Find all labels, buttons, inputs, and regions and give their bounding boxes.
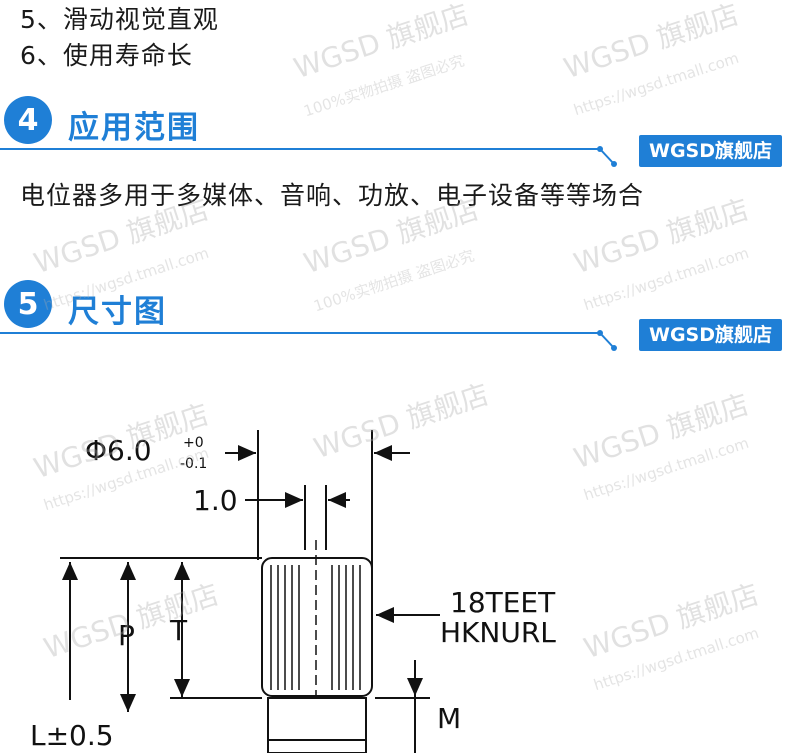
- dimension-drawing: Φ6.0 +0 -0.1 1.0 18TEET HKNURL P T L±0.: [30, 430, 556, 753]
- divider-dots-icon: [597, 330, 617, 351]
- feature-item-6: 6、使用寿命长: [20, 41, 193, 70]
- section-divider: [0, 148, 600, 150]
- diameter-label: Φ6.0: [85, 434, 152, 467]
- divider-dots-icon: [597, 146, 617, 167]
- label-p: P: [118, 619, 135, 652]
- diameter-tol-upper: +0: [183, 435, 204, 451]
- section-header-dimensions: 5 尺寸图 WGSD旗舰店: [0, 276, 790, 351]
- section-divider: [0, 332, 600, 334]
- knurl-label-line1: 18TEET: [450, 586, 556, 619]
- diameter-tol-lower: -0.1: [180, 456, 207, 472]
- label-l: L±0.5: [30, 719, 114, 752]
- store-tag: WGSD旗舰店: [638, 135, 782, 167]
- section-number-badge: 4: [4, 96, 52, 144]
- section-title: 尺寸图: [68, 294, 167, 330]
- feature-item-5: 5、滑动视觉直观: [20, 5, 219, 34]
- store-tag: WGSD旗舰店: [638, 319, 782, 351]
- section-header-application: 4 应用范围 WGSD旗舰店: [0, 92, 790, 167]
- knurl-label-line2: HKNURL: [440, 616, 556, 649]
- knurled-shaft: [261, 540, 373, 753]
- slot-width-label: 1.0: [193, 484, 238, 517]
- application-description: 电位器多用于多媒体、音响、功放、电子设备等等场合: [20, 181, 645, 210]
- section-number-badge: 5: [4, 280, 52, 328]
- label-m: M: [437, 702, 461, 735]
- label-t: T: [169, 614, 188, 647]
- section-title: 应用范围: [68, 110, 200, 146]
